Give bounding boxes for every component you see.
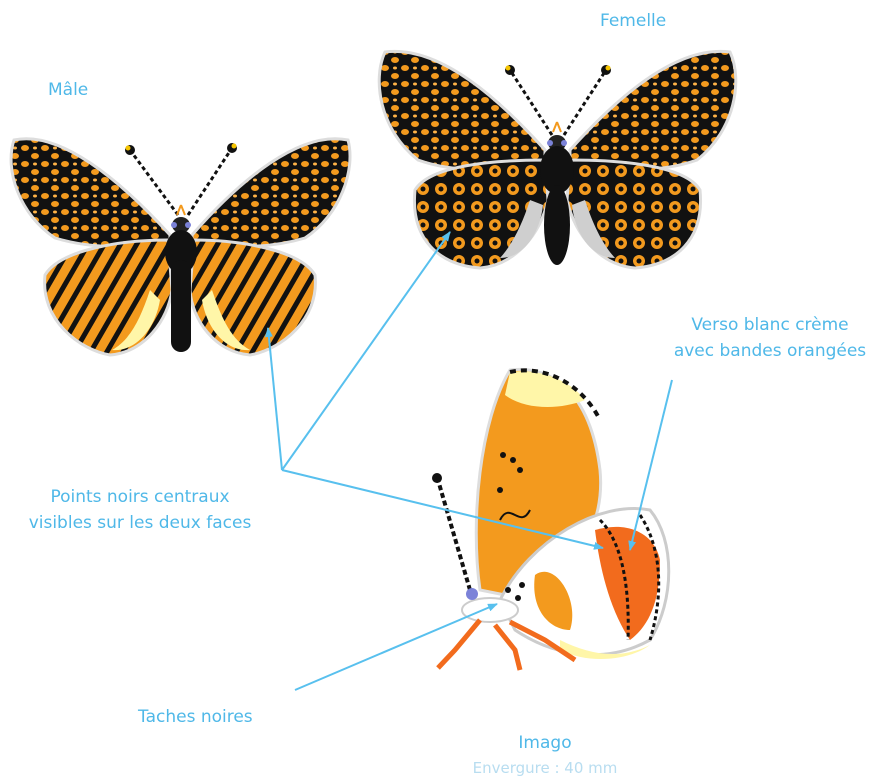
arrow-to-male-hindwing (268, 328, 282, 470)
female-butterfly (379, 51, 736, 268)
female-label: Femelle (600, 8, 666, 34)
points-label: Points noirs centraux visibles sur les d… (0, 484, 280, 536)
points-label-line1: Points noirs centraux (0, 484, 280, 510)
imago-butterfly (432, 369, 669, 670)
male-butterfly (11, 139, 350, 355)
verso-label-line1: Verso blanc crème (660, 312, 880, 338)
arrow-to-black-spots (295, 604, 497, 690)
points-label-line2: visibles sur les deux faces (0, 510, 280, 536)
wingspan-label: Envergure : 40 mm (430, 755, 660, 781)
taches-label: Taches noires (138, 704, 253, 730)
imago-label: Imago (430, 730, 660, 756)
verso-label: Verso blanc crème avec bandes orangées (660, 312, 880, 364)
verso-label-line2: avec bandes orangées (660, 338, 880, 364)
male-label: Mâle (48, 77, 88, 103)
